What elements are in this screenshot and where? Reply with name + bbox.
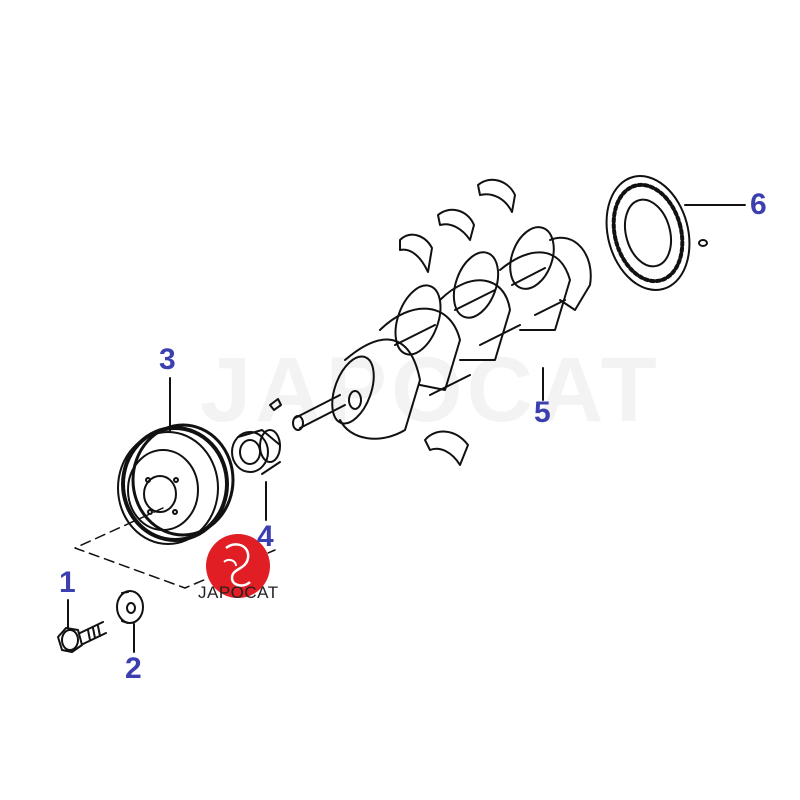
callout-4: 4 — [257, 520, 274, 553]
crankshaft — [292, 226, 592, 440]
logo-text: JAPOCAT — [198, 583, 279, 602]
bolt — [57, 621, 107, 653]
callout-2: 2 — [125, 652, 142, 685]
pilot-bearing — [231, 429, 281, 475]
washer — [116, 590, 144, 624]
woodruff-key — [269, 398, 282, 411]
crankshaft-pulley — [117, 423, 235, 545]
callout-3: 3 — [159, 343, 176, 376]
callout-6: 6 — [750, 188, 767, 221]
callout-5: 5 — [534, 396, 551, 429]
callout-1: 1 — [59, 566, 76, 599]
bearing-shells — [399, 178, 516, 466]
japocat-logo-icon — [206, 534, 270, 598]
watermark: JAPOCAT — [200, 338, 661, 443]
ring-gear — [605, 175, 708, 291]
